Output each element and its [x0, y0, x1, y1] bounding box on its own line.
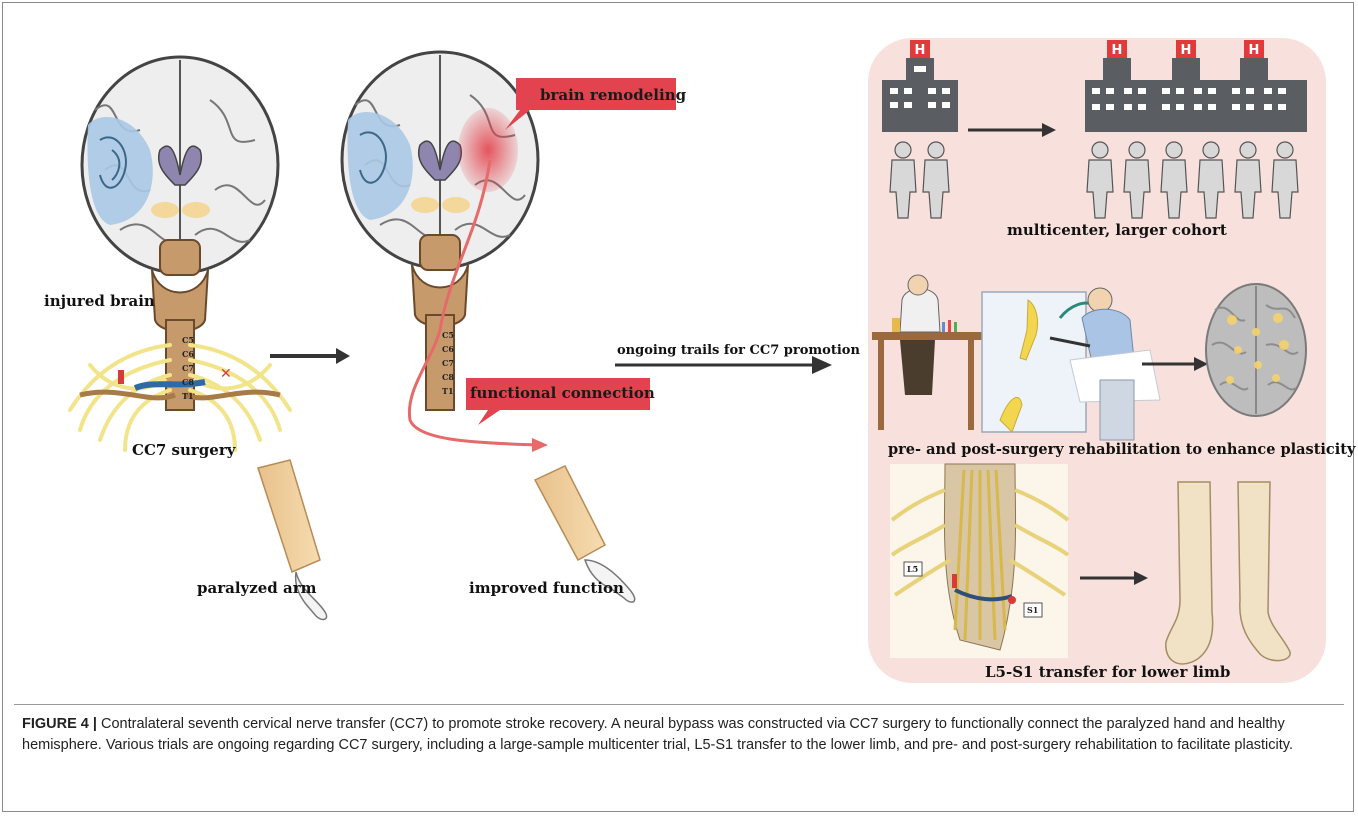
l5-s1-spine-illustration: [890, 464, 1068, 658]
vertebra-l5-label: L5: [907, 564, 918, 574]
brain-remodeling-label: brain remodeling: [540, 86, 670, 104]
plasticity-brain-illustration: [1206, 284, 1306, 416]
level-t1-b: T1: [442, 386, 454, 396]
cc7-surgery-label: CC7 surgery: [132, 441, 235, 459]
svg-text:H: H: [1249, 43, 1260, 58]
caption-label: FIGURE 4 |: [22, 716, 97, 732]
level-c5: C5: [182, 335, 194, 345]
level-c6-b: C6: [442, 344, 454, 354]
level-c6: C6: [182, 349, 194, 359]
svg-text:✕: ✕: [220, 366, 232, 382]
level-t1: T1: [182, 391, 194, 401]
injured-brain-illustration: ✕: [70, 57, 290, 450]
level-c7: C7: [182, 363, 194, 373]
paralyzed-arm-label: paralyzed arm: [197, 579, 317, 597]
ongoing-trials-label: ongoing trails for CC7 promotion: [617, 343, 860, 358]
caption-divider: [14, 704, 1344, 705]
svg-text:H: H: [1181, 43, 1192, 58]
level-c5-b: C5: [442, 330, 454, 340]
level-c8: C8: [182, 377, 194, 387]
figure-caption: FIGURE 4 | Contralateral seventh cervica…: [22, 714, 1340, 756]
vertebra-s1-label: S1: [1027, 605, 1038, 615]
level-c8-b: C8: [442, 372, 454, 382]
l5-s1-label: L5-S1 transfer for lower limb: [985, 663, 1230, 681]
improved-function-label: improved function: [469, 579, 624, 597]
multicenter-label: multicenter, larger cohort: [1007, 221, 1227, 239]
svg-text:H: H: [1112, 43, 1123, 58]
injured-brain-label: injured brain: [44, 292, 155, 310]
svg-text:H: H: [915, 43, 926, 58]
level-c7-b: C7: [442, 358, 454, 368]
caption-text: Contralateral seventh cervical nerve tra…: [22, 716, 1293, 753]
functional-connection-label: functional connection: [470, 384, 646, 402]
rehabilitation-label: pre- and post-surgery rehabilitation to …: [888, 441, 1355, 458]
